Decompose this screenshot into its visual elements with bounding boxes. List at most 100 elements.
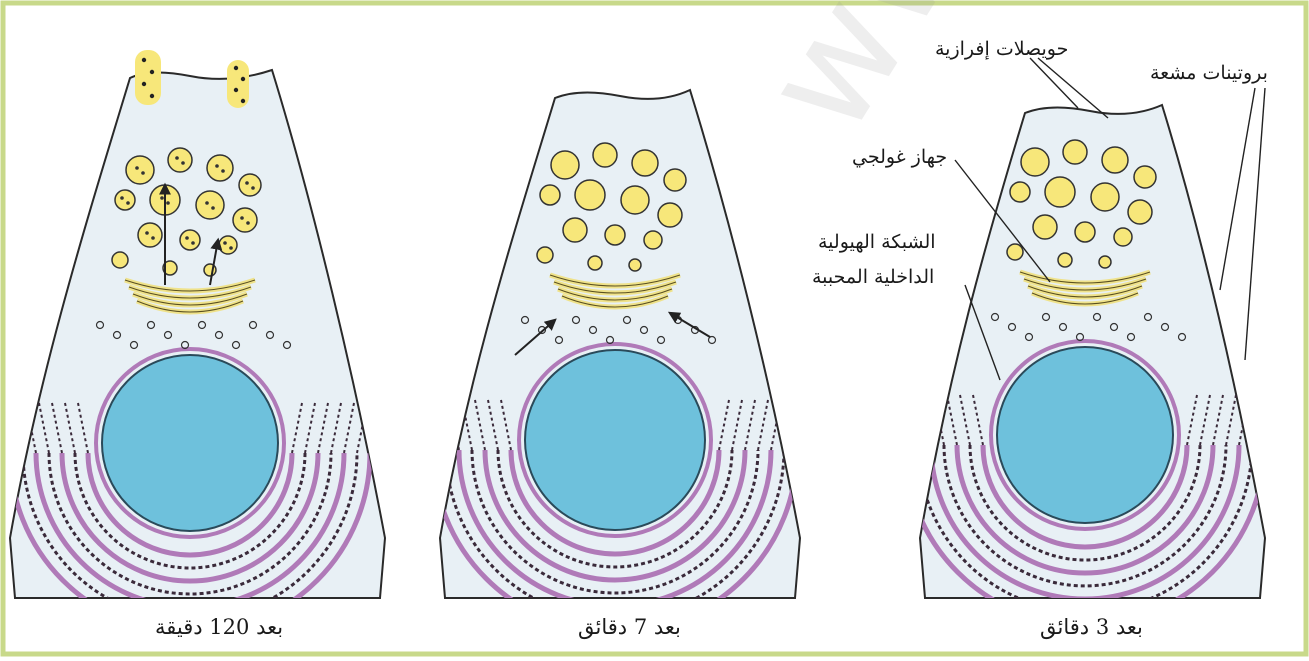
caption-7-min: بعد 7 دقائق: [578, 615, 681, 639]
secretory-vesicle: [1021, 148, 1049, 176]
secretory-vesicle: [621, 186, 649, 214]
secretory-vesicle: [1063, 140, 1087, 164]
label-leader-line: [1220, 88, 1255, 290]
secretory-vesicle: [1091, 183, 1119, 211]
secretory-vesicle: [1033, 215, 1057, 239]
nucleus: [102, 355, 278, 531]
rough-er: [436, 400, 446, 450]
labeled-protein: [223, 241, 227, 245]
released-protein: [142, 82, 146, 86]
labeled-protein: [126, 201, 130, 205]
labeled-protein: [175, 156, 179, 160]
labeled-protein: [221, 169, 225, 173]
secretory-vesicle: [219, 236, 237, 254]
rough-er: [13, 403, 23, 453]
labeled-protein: [160, 196, 164, 200]
secretory-vesicle: [180, 230, 200, 250]
released-protein: [150, 94, 154, 98]
rough-er: [797, 400, 807, 450]
secretory-vesicle: [664, 169, 686, 191]
caption-120-min: بعد 120 دقيقة: [155, 615, 283, 639]
labeled-protein: [245, 181, 249, 185]
labeled-protein: [251, 186, 255, 190]
label-rough-er-line-2: الداخلية المحببة: [812, 266, 934, 288]
released-protein: [234, 66, 238, 70]
secretory-vesicle: [605, 225, 625, 245]
released-protein: [142, 58, 146, 62]
label-golgi-apparatus: جهاز غولجي: [852, 146, 947, 168]
cell-p7: [423, 90, 807, 632]
labeled-protein: [229, 246, 233, 250]
cell-p3: [895, 105, 1275, 625]
released-protein: [150, 70, 154, 74]
secretory-vesicle: [112, 252, 128, 268]
secretory-vesicle: [1102, 147, 1128, 173]
secretory-vesicle: [233, 208, 257, 232]
secretory-vesicle: [551, 151, 579, 179]
label-radioactive-proteins: بروتينات مشعة: [1150, 62, 1268, 84]
labeled-protein: [185, 236, 189, 240]
secretory-vesicle: [540, 185, 560, 205]
exocytosis-release: [135, 50, 161, 105]
label-leader-line: [1030, 58, 1078, 108]
secretory-vesicle: [575, 180, 605, 210]
secretory-vesicle: [632, 150, 658, 176]
labeled-protein: [240, 216, 244, 220]
rough-er: [449, 400, 459, 450]
secretory-vesicle: [138, 223, 162, 247]
secretory-vesicle: [168, 148, 192, 172]
secretory-vesicle: [207, 155, 233, 181]
secretory-vesicle: [1010, 182, 1030, 202]
rough-er: [1265, 395, 1275, 445]
secretory-vesicle: [1058, 253, 1072, 267]
secretory-vesicle: [537, 247, 553, 263]
labeled-protein: [145, 231, 149, 235]
label-secretory-vesicles: حويصلات إفرازية: [935, 38, 1068, 60]
nucleus: [525, 350, 705, 530]
rough-er: [1252, 395, 1262, 445]
nucleus: [997, 347, 1173, 523]
labeled-protein: [205, 201, 209, 205]
secretory-vesicle: [658, 203, 682, 227]
released-protein: [241, 99, 245, 103]
secretory-vesicle: [588, 256, 602, 270]
secretory-vesicle: [1045, 177, 1075, 207]
secretory-vesicle: [629, 259, 641, 271]
labeled-protein: [166, 201, 170, 205]
labeled-protein: [151, 236, 155, 240]
caption-3-min: بعد 3 دقائق: [1040, 615, 1143, 639]
labeled-protein: [246, 221, 250, 225]
rough-er: [423, 400, 433, 450]
secretory-vesicle: [1114, 228, 1132, 246]
secretory-vesicle: [196, 191, 224, 219]
secretory-vesicle: [593, 143, 617, 167]
cell-p120: [0, 50, 385, 633]
secretory-vesicle: [1099, 256, 1111, 268]
secretory-vesicle: [239, 174, 261, 196]
secretory-vesicle: [1134, 166, 1156, 188]
label-rough-er-line-1: الشبكة الهيولية: [818, 231, 936, 253]
secretory-vesicle: [126, 156, 154, 184]
rough-er: [784, 400, 794, 450]
labeled-protein: [215, 164, 219, 168]
secretory-vesicle: [1128, 200, 1152, 224]
secretory-vesicle: [115, 190, 135, 210]
labeled-protein: [211, 206, 215, 210]
secretory-vesicle: [1075, 222, 1095, 242]
labeled-protein: [191, 241, 195, 245]
released-protein: [241, 77, 245, 81]
rough-er: [370, 403, 380, 453]
labeled-protein: [181, 161, 185, 165]
secretory-vesicle: [563, 218, 587, 242]
secretory-vesicle: [644, 231, 662, 249]
labeled-protein: [141, 171, 145, 175]
labeled-protein: [120, 196, 124, 200]
rough-er: [921, 395, 931, 445]
released-protein: [234, 88, 238, 92]
rough-er: [908, 395, 918, 445]
rough-er: [895, 395, 905, 445]
secretory-vesicle: [1007, 244, 1023, 260]
labeled-protein: [135, 166, 139, 170]
